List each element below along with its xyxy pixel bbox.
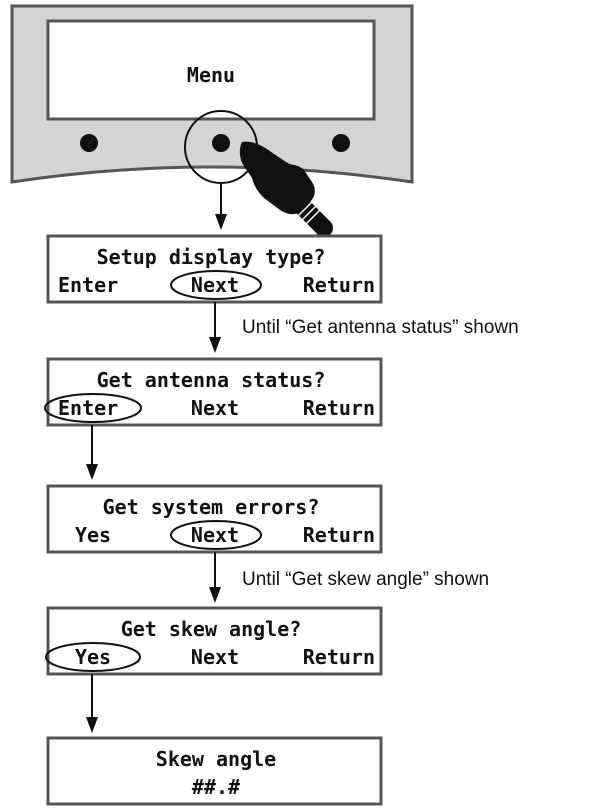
device-panel: Menu: [10, 4, 414, 184]
center-knob-icon[interactable]: [212, 134, 230, 152]
screen-skew-angle-value: Skew angle ##.#: [46, 736, 383, 806]
enter-option[interactable]: Enter: [58, 396, 118, 420]
arrow-down-icon: [86, 674, 98, 733]
device-display-text: Menu: [187, 63, 235, 87]
next-option[interactable]: Next: [191, 273, 239, 297]
yes-option[interactable]: Yes: [75, 645, 111, 669]
pointing-hand-icon: [239, 141, 333, 237]
enter-option[interactable]: Enter: [58, 273, 118, 297]
screen-get-antenna-status: Get antenna status? Enter Next Return: [44, 357, 383, 427]
screen-title: Get system errors?: [103, 495, 320, 519]
return-option[interactable]: Return: [303, 645, 375, 669]
return-option[interactable]: Return: [303, 523, 375, 547]
next-option[interactable]: Next: [191, 523, 239, 547]
selected-option-oval: [170, 520, 262, 550]
screen-title: Get antenna status?: [97, 368, 326, 392]
next-option[interactable]: Next: [191, 396, 239, 420]
skew-angle-value: ##.#: [192, 775, 240, 799]
return-option[interactable]: Return: [303, 396, 375, 420]
screen-title: Skew angle: [156, 747, 276, 771]
arrow-down-icon: [86, 425, 98, 480]
device-display: [46, 19, 376, 121]
screen-get-system-errors: Get system errors? Yes Next Return: [46, 484, 383, 554]
arrow-down-icon: [215, 182, 227, 230]
left-knob-icon[interactable]: [80, 134, 98, 152]
until-antenna-note: Until “Get antenna status” shown: [242, 317, 519, 338]
arrow-down-icon: [209, 552, 221, 603]
until-skew-note: Until “Get skew angle” shown: [242, 569, 489, 590]
screen-title: Setup display type?: [97, 245, 326, 269]
arrow-down-icon: [209, 302, 221, 353]
selected-option-oval: [45, 642, 141, 672]
selected-option-oval: [44, 393, 142, 423]
return-option[interactable]: Return: [303, 273, 375, 297]
yes-option[interactable]: Yes: [75, 523, 111, 547]
screen-title: Get skew angle?: [121, 617, 302, 641]
screen-get-skew-angle: Get skew angle? Yes Next Return: [45, 606, 383, 676]
next-option[interactable]: Next: [191, 645, 239, 669]
screen-setup-display-type: Setup display type? Enter Next Return: [46, 234, 383, 304]
right-knob-icon[interactable]: [332, 134, 350, 152]
selected-option-oval: [170, 270, 262, 300]
